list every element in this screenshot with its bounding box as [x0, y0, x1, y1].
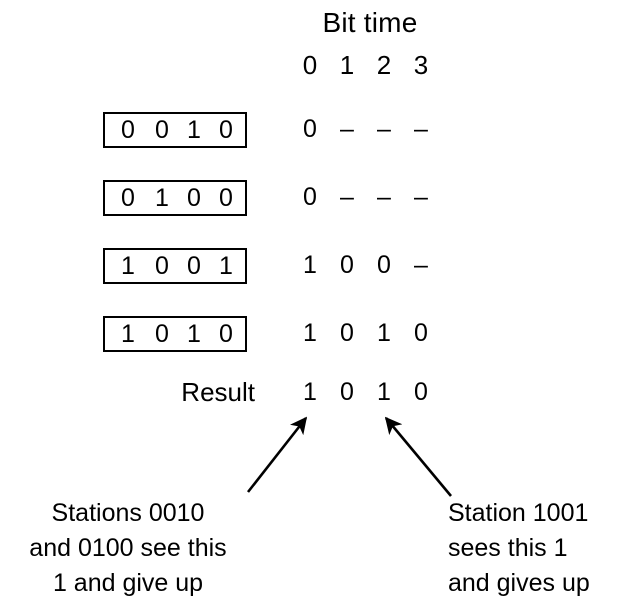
transmitted-bit-1: – — [340, 115, 354, 143]
transmitted-bit-2: – — [377, 183, 391, 211]
bit-time-title: Bit time — [322, 7, 418, 38]
address-bit-3: 0 — [219, 184, 233, 212]
transmitted-bit-2: – — [377, 115, 391, 143]
bit-index-0: 0 — [302, 50, 318, 80]
result-bit-1: 0 — [340, 378, 354, 406]
caption-left-line-3: 1 and give up — [52, 569, 204, 597]
address-box-1001: 1 0 0 1 — [103, 248, 247, 284]
address-bit-0: 1 — [121, 320, 135, 348]
result-sequence: 1 0 1 0 — [292, 376, 452, 412]
address-bit-3: 1 — [219, 252, 233, 280]
station-row-1001: 1 0 0 1 1 0 0 – — [0, 248, 627, 292]
address-box-0010: 0 0 1 0 — [103, 112, 247, 148]
transmitted-bit-2: 1 — [377, 319, 391, 347]
bit-index-3: 3 — [413, 50, 429, 80]
transmitted-sequence-1010: 1 0 1 0 — [292, 316, 452, 352]
station-row-0010: 0 0 1 0 0 – – – — [0, 112, 627, 156]
address-bit-0: 1 — [121, 252, 135, 280]
address-bit-2: 0 — [187, 252, 201, 280]
address-bit-2: 0 — [187, 184, 201, 212]
address-bit-2: 1 — [187, 320, 201, 348]
transmitted-bit-0: 0 — [303, 183, 317, 211]
transmitted-bit-1: 0 — [340, 251, 354, 279]
transmitted-bit-3: – — [414, 183, 428, 211]
caption-right-line-2: sees this 1 — [448, 534, 568, 562]
caption-right: Station 1001 sees this 1 and gives up — [448, 496, 627, 601]
address-box-1010: 1 0 1 0 — [103, 316, 247, 352]
bit-index-header: 0 1 2 3 — [292, 50, 444, 80]
transmitted-sequence-0010: 0 – – – — [292, 112, 452, 148]
address-bit-1: 0 — [155, 252, 169, 280]
caption-right-line-3: and gives up — [448, 569, 590, 597]
address-bit-0: 0 — [121, 184, 135, 212]
address-bit-0: 0 — [121, 116, 135, 144]
transmitted-bit-0: 1 — [303, 251, 317, 279]
caption-left-line-1: Stations 0010 — [51, 499, 205, 527]
transmitted-bit-2: 0 — [377, 251, 391, 279]
transmitted-bit-1: 0 — [340, 319, 354, 347]
transmitted-sequence-0100: 0 – – – — [292, 180, 452, 216]
address-bit-2: 1 — [187, 116, 201, 144]
transmitted-bit-1: – — [340, 183, 354, 211]
caption-left: Stations 0010 and 0100 see this 1 and gi… — [0, 496, 256, 601]
address-bit-1: 1 — [155, 184, 169, 212]
transmitted-bit-3: 0 — [414, 319, 428, 347]
address-box-0100: 0 1 0 0 — [103, 180, 247, 216]
address-bit-3: 0 — [219, 116, 233, 144]
bit-index-1: 1 — [339, 50, 355, 80]
caption-left-line-2: and 0100 see this — [29, 534, 227, 562]
result-bit-0: 1 — [303, 378, 317, 406]
address-bit-3: 0 — [219, 320, 233, 348]
arrow-right-to-result-bit-2 — [384, 416, 452, 497]
arrow-left-to-result-bit-0 — [246, 416, 308, 493]
transmitted-bit-3: – — [414, 251, 428, 279]
address-bit-1: 0 — [155, 320, 169, 348]
caption-right-line-1: Station 1001 — [448, 499, 589, 527]
result-bit-3: 0 — [414, 378, 428, 406]
transmitted-sequence-1001: 1 0 0 – — [292, 248, 452, 284]
station-row-1010: 1 0 1 0 1 0 1 0 — [0, 316, 627, 360]
bit-index-2: 2 — [376, 50, 392, 80]
transmitted-bit-0: 0 — [303, 115, 317, 143]
result-label: Result — [181, 377, 255, 407]
transmitted-bit-3: – — [414, 115, 428, 143]
address-bit-1: 0 — [155, 116, 169, 144]
result-bit-2: 1 — [377, 378, 391, 406]
station-row-0100: 0 1 0 0 0 – – – — [0, 180, 627, 224]
transmitted-bit-0: 1 — [303, 319, 317, 347]
